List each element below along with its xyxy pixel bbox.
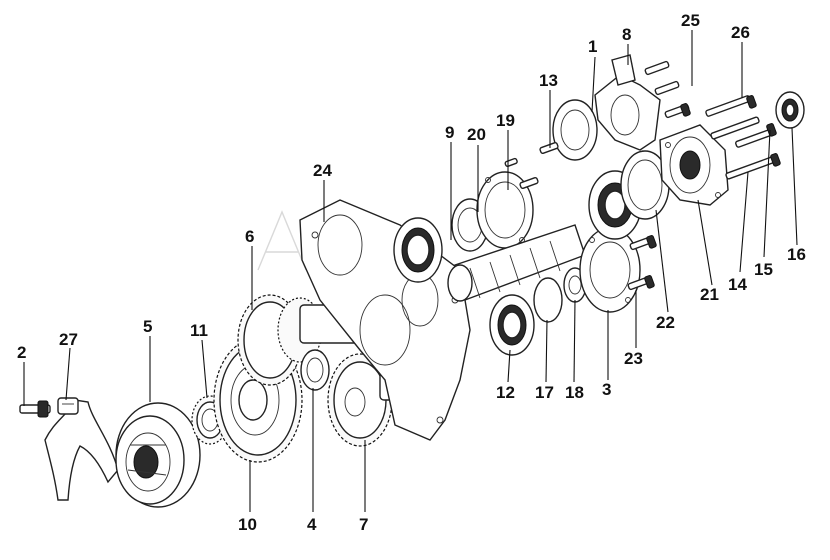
callout-24: 24 [313, 161, 332, 180]
callout-9: 9 [445, 123, 454, 142]
callout-6: 6 [245, 227, 254, 246]
callout-15: 15 [754, 260, 773, 279]
callout-17: 17 [535, 383, 554, 402]
shift-fork-part-27 [44, 397, 119, 501]
callout-2: 2 [17, 343, 26, 362]
cover-part-3 [579, 227, 641, 313]
callout-18: 18 [565, 383, 584, 402]
callout-4: 4 [307, 515, 317, 534]
callout-11: 11 [190, 321, 208, 340]
spacer-ring-part-4 [300, 349, 330, 391]
bearing-part-12 [489, 294, 535, 356]
callout-20: 20 [467, 125, 486, 144]
ring-part-17 [533, 277, 563, 323]
coupling-sleeve-part-5 [115, 402, 201, 508]
callout-12: 12 [496, 383, 515, 402]
callout-19: 19 [496, 111, 515, 130]
callout-10: 10 [238, 515, 257, 534]
top-housing-part-8 [594, 54, 661, 151]
gasket-part-1 [552, 99, 598, 161]
callout-26: 26 [731, 23, 750, 42]
callout-7: 7 [359, 515, 368, 534]
callout-8: 8 [622, 25, 631, 44]
callout-labels: 1 2 3 4 5 6 7 8 9 10 11 12 13 14 15 16 1… [17, 11, 806, 534]
bolts-part-23 [627, 235, 657, 291]
callout-27: 27 [59, 330, 78, 349]
callout-14: 14 [728, 275, 747, 294]
seal-part-16 [775, 91, 805, 129]
callout-16: 16 [787, 245, 806, 264]
bearing-part-9 [393, 217, 443, 283]
callout-22: 22 [656, 313, 675, 332]
bolts-part-25 [644, 60, 691, 119]
callout-21: 21 [700, 285, 719, 304]
leader-lines [23, 30, 798, 512]
callout-5: 5 [143, 317, 152, 336]
end-housing-part-21 [659, 124, 729, 206]
callout-1: 1 [588, 37, 597, 56]
long-bolts-part-14-15 [725, 123, 781, 180]
callout-3: 3 [602, 380, 611, 399]
long-bolts-part-26 [705, 95, 760, 140]
callout-13: 13 [539, 71, 558, 90]
callout-23: 23 [624, 349, 643, 368]
bolt-part-2 [19, 400, 51, 418]
callout-25: 25 [681, 11, 700, 30]
